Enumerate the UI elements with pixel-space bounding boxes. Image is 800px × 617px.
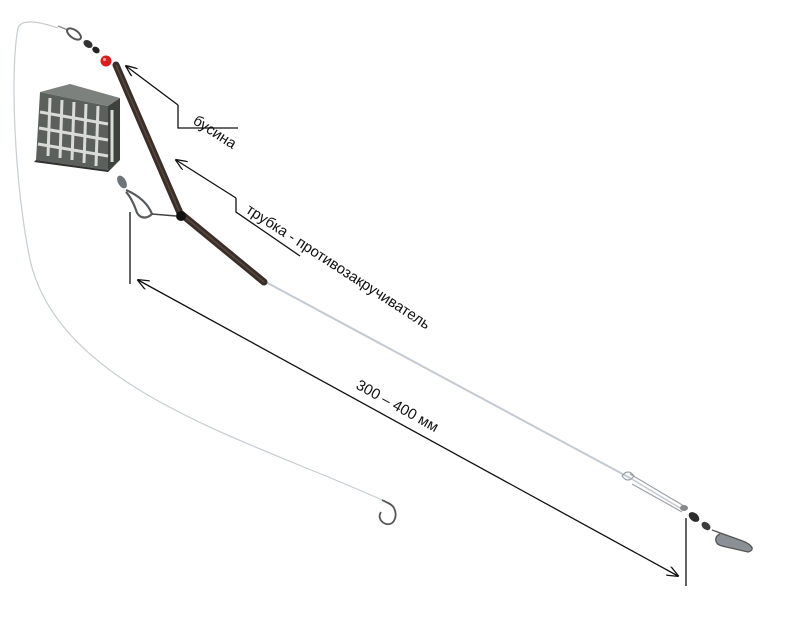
bead-label: бусина: [190, 112, 240, 153]
tube-pointer-arrow: [176, 160, 237, 199]
bead-highlight: [102, 57, 107, 62]
tube-label: трубка - противозакручиватель: [243, 201, 434, 333]
tube-highlight: [115, 64, 265, 283]
tube-pointer-line: [235, 198, 301, 257]
dimension-arrow: [138, 280, 678, 576]
bead-pointer-line: [177, 105, 238, 129]
bead-icon: [100, 55, 112, 67]
anti-tangle-tube-icon: [112, 61, 268, 286]
main-line-swivel-icon: [680, 505, 753, 553]
bead-pointer-arrow: [126, 66, 179, 106]
hook-icon: [378, 499, 397, 526]
snap-swivel-icon: [117, 175, 177, 219]
length-label: 300 – 400 мм: [353, 377, 441, 436]
feeder-cage-icon: [34, 84, 120, 172]
main-line-loop: [629, 477, 681, 509]
top-swivel-icon: [57, 25, 100, 54]
tube-bend-swivel-icon: [176, 211, 186, 221]
